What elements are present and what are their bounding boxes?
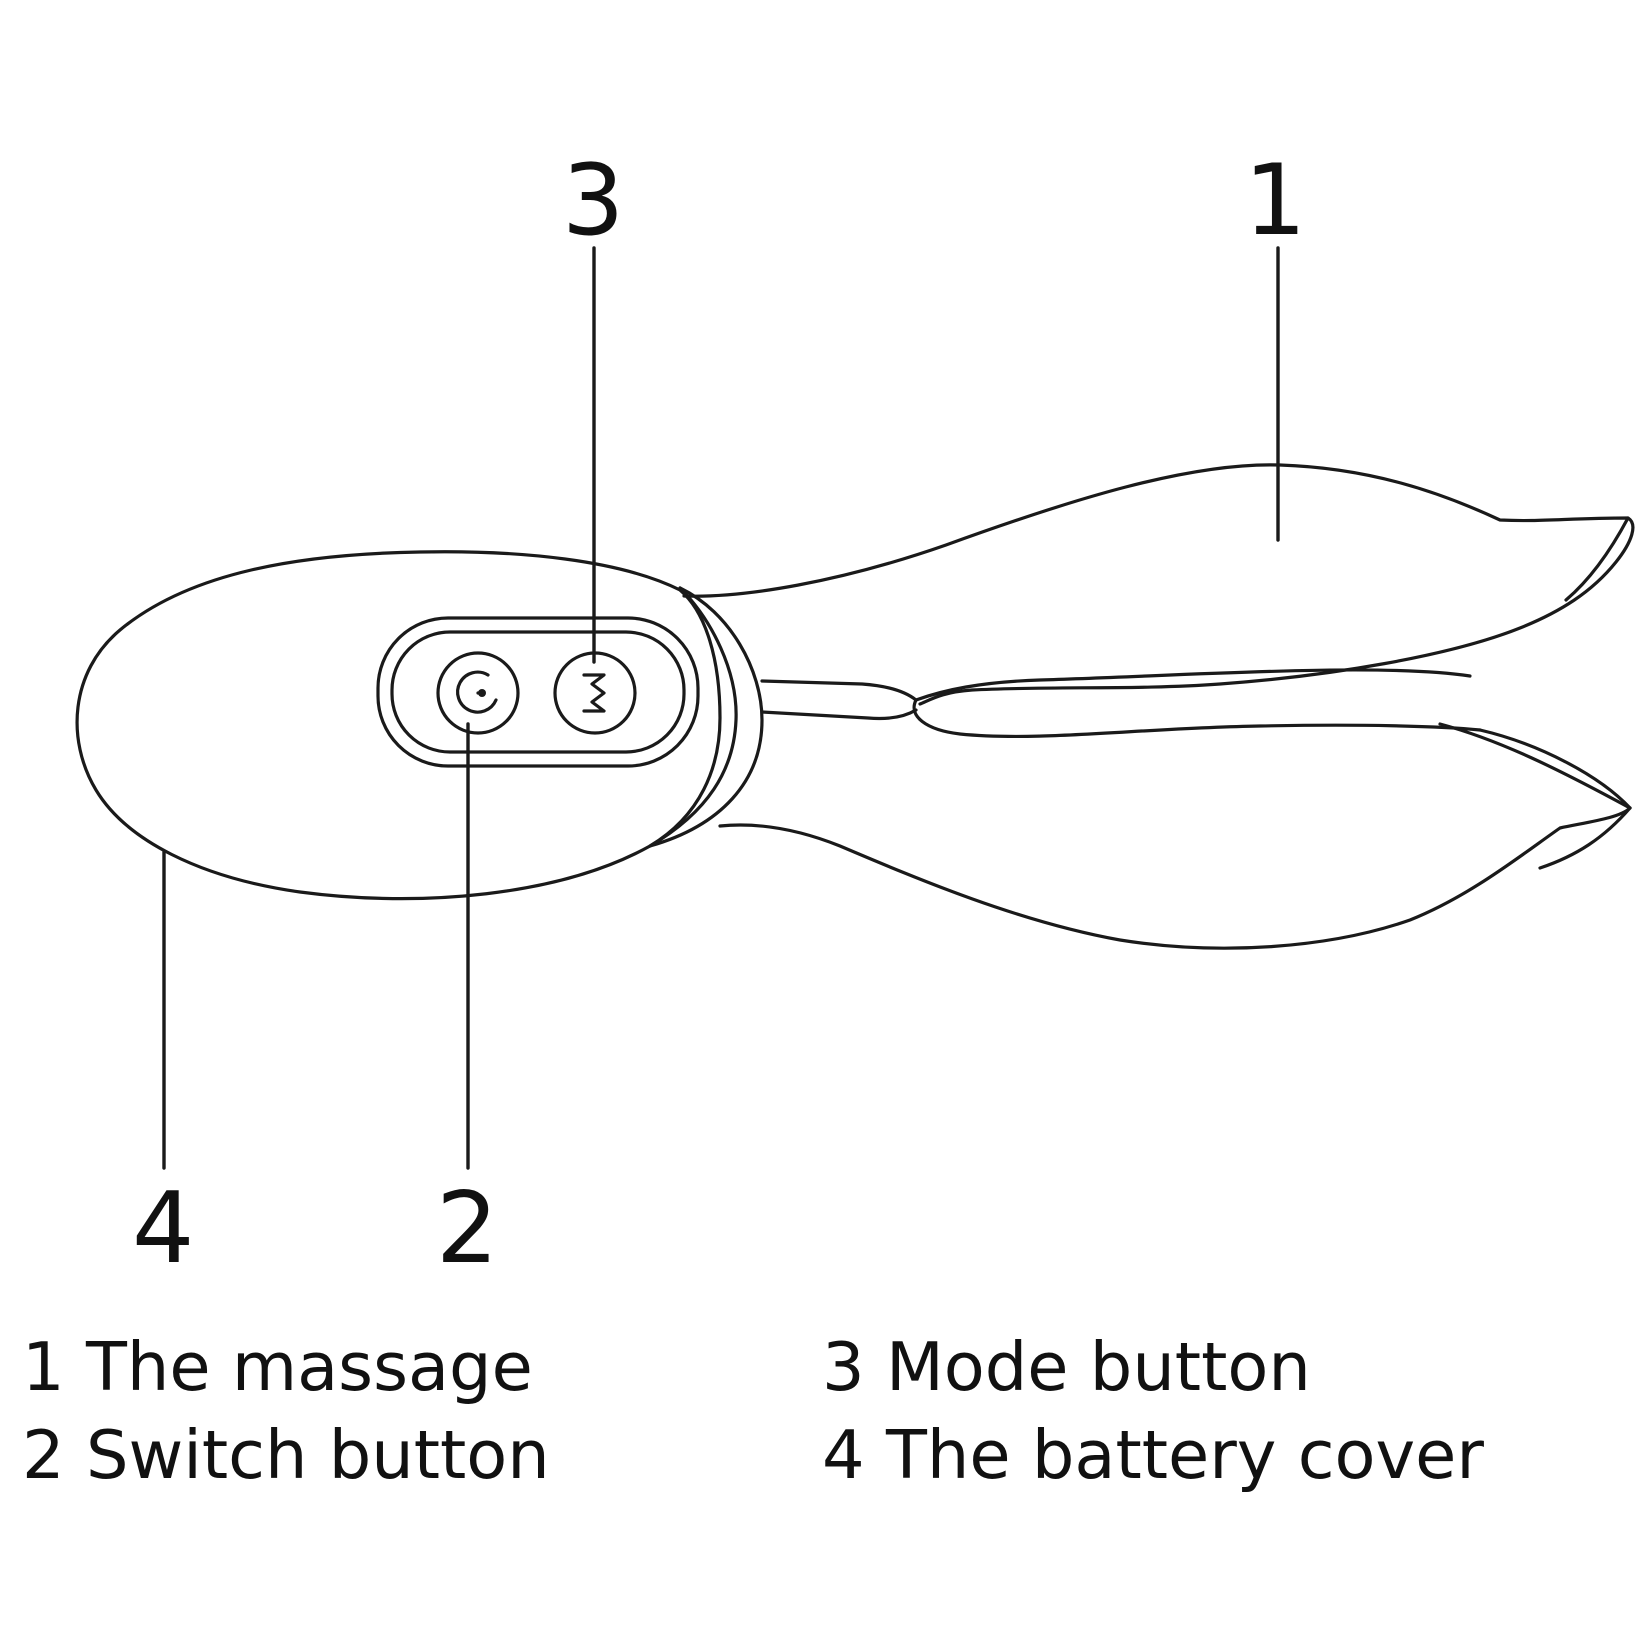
button-panel-outer: [376, 616, 700, 768]
legend-label: Mode button: [885, 1328, 1311, 1406]
upper-massage-arm: [682, 463, 1635, 706]
handle-body: [75, 550, 722, 901]
legend-label: The massage: [85, 1328, 533, 1406]
legend-item-3: 3 Mode button: [822, 1334, 1311, 1401]
mode-button[interactable]: [553, 651, 637, 735]
collar-inner: [648, 586, 738, 848]
legend-item-1: 1 The massage: [22, 1334, 533, 1401]
mode-icon: [582, 673, 606, 713]
lower-arm-tip-edge: [1538, 806, 1632, 870]
switch-button[interactable]: [436, 651, 520, 735]
collar-ring: [648, 586, 764, 848]
callout-number-1: 1: [1244, 144, 1307, 258]
legend-item-4: 4 The battery cover: [822, 1422, 1484, 1489]
callout-number-2: 2: [436, 1172, 499, 1286]
switch-button-ring[interactable]: [436, 651, 520, 735]
button-panel-inner: [390, 630, 686, 754]
callout-number-4: 4: [132, 1172, 195, 1286]
stem-bottom: [760, 708, 918, 721]
power-icon: [456, 670, 498, 714]
legend-label: Switch button: [85, 1416, 550, 1494]
legend-label: The battery cover: [885, 1416, 1484, 1494]
legend-number: 2: [22, 1416, 65, 1494]
stem-top: [760, 679, 918, 702]
lower-massage-arm: [718, 722, 1632, 950]
legend-number: 3: [822, 1328, 865, 1406]
lower-arm-upper-edge: [1478, 728, 1632, 810]
middle-arm: [914, 668, 1472, 702]
callout-number-3: 3: [562, 144, 625, 258]
legend-item-2: 2 Switch button: [22, 1422, 550, 1489]
legend-number: 4: [822, 1416, 865, 1494]
legend-number: 1: [22, 1328, 65, 1406]
mode-button-ring[interactable]: [553, 651, 637, 735]
upper-arm-tip-edge: [1564, 516, 1630, 602]
middle-arm-lower: [912, 698, 1482, 739]
